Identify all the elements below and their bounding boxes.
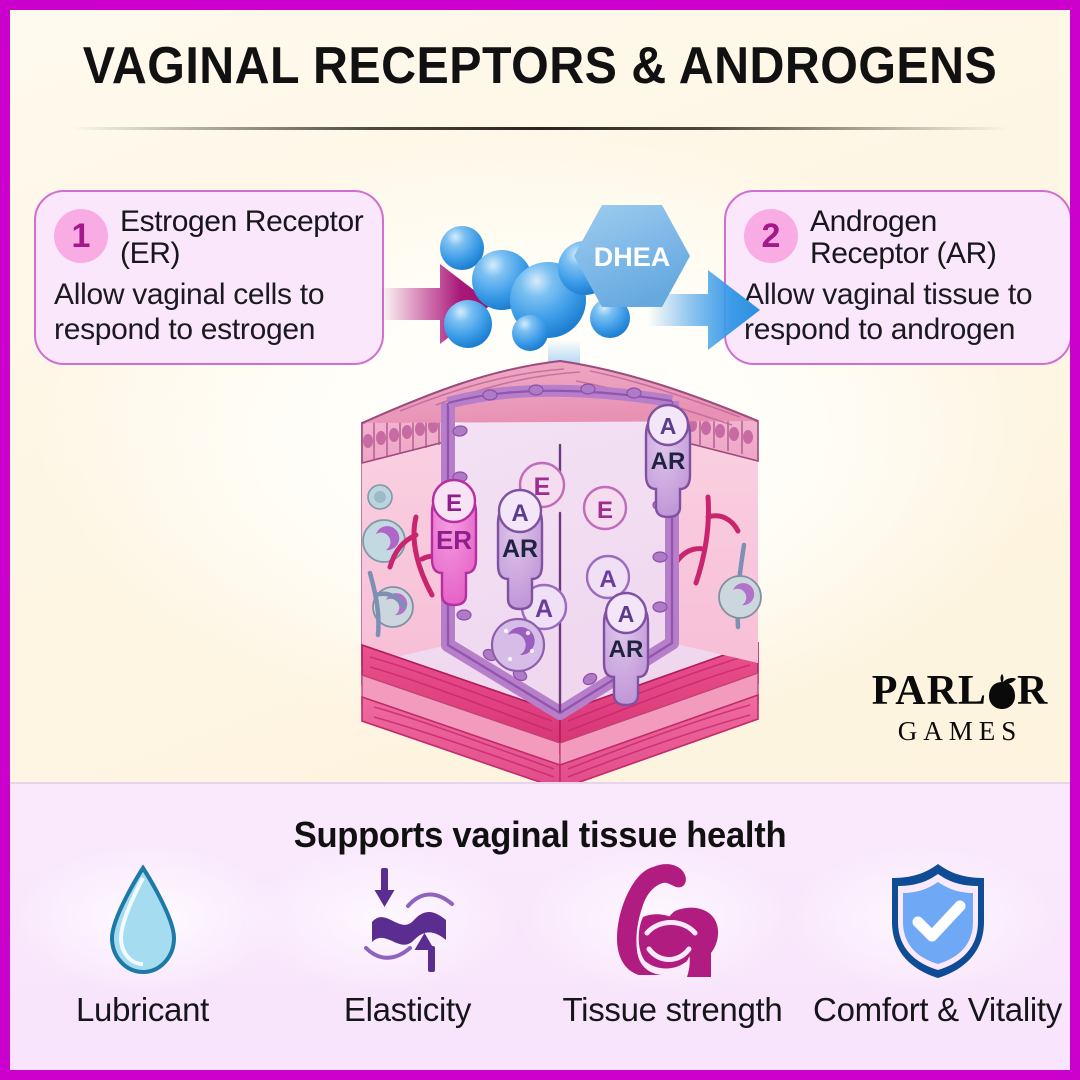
page-title: VAGINAL RECEPTORS & ANDROGENS (82, 37, 998, 95)
ar-receptor-left: A AR (496, 488, 544, 611)
benefit-label: Comfort & Vitality (813, 991, 1062, 1028)
svg-text:A: A (535, 595, 553, 623)
benefit-tissue-strength[interactable]: Tissue strength (540, 864, 805, 1029)
svg-text:AR: AR (651, 448, 686, 475)
svg-text:E: E (597, 497, 613, 524)
ar-receptor-bottom-right: A AR (602, 591, 650, 707)
step-badge-1: 1 (54, 209, 108, 263)
bottom-section: Supports vaginal tissue health Lubricant (10, 782, 1070, 1070)
card-title-er: Estrogen Receptor (ER) (120, 205, 364, 271)
flexed-bicep-icon (613, 864, 733, 977)
blue-right-arrow-icon (648, 270, 760, 350)
macrophage-cell (490, 617, 546, 673)
svg-text:A: A (599, 566, 616, 593)
svg-text:A: A (660, 413, 677, 439)
shield-check-icon (886, 864, 990, 978)
svg-text:AR: AR (609, 636, 644, 663)
title-divider (72, 127, 1008, 130)
svg-text:AR: AR (502, 535, 538, 563)
benefit-elasticity[interactable]: Elasticity (275, 864, 540, 1029)
dhea-label: DHEA (594, 242, 671, 272)
benefits-row: Lubricant (10, 864, 1070, 1064)
logo-wordmark-games: GAMES (897, 716, 1023, 746)
svg-text:E: E (534, 473, 551, 501)
svg-text:A: A (511, 500, 528, 527)
svg-text:ER: ER (436, 525, 472, 555)
card-header: 2 Androgen Receptor (AR) (744, 205, 1052, 271)
top-section: VAGINAL RECEPTORS & ANDROGENS 1 Estrogen… (10, 10, 1070, 790)
dhea-hexagon-badge: DHEA (574, 205, 690, 307)
logo-text-parlor: PARL (871, 668, 987, 714)
benefit-lubricant[interactable]: Lubricant (10, 864, 275, 1029)
er-receptor: E ER (430, 478, 478, 607)
card-body-er: Allow vaginal cells to respond to estrog… (54, 277, 325, 346)
card-header: 1 Estrogen Receptor (ER) (54, 205, 364, 271)
step-badge-2: 2 (744, 209, 798, 263)
parlor-games-logo: PARL R GAMES (865, 670, 1055, 745)
logo-text-parlor-end: R (1016, 668, 1049, 714)
svg-text:E: E (446, 490, 462, 517)
water-drop-icon (100, 864, 186, 976)
infographic-frame: VAGINAL RECEPTORS & ANDROGENS 1 Estrogen… (10, 10, 1070, 1070)
svg-text:A: A (618, 601, 635, 627)
benefit-label: Tissue strength (562, 991, 783, 1028)
peach-icon (987, 670, 1017, 712)
vaginal-tissue-cross-section: E E A A E ER A AR (361, 359, 762, 790)
support-heading: Supports vaginal tissue health (293, 814, 787, 855)
card-body-ar: Allow vaginal tissue to respond to andro… (744, 277, 1033, 346)
benefit-label: Elasticity (343, 991, 472, 1028)
card-title-ar: Androgen Receptor (AR) (810, 205, 997, 271)
benefit-comfort-vitality[interactable]: Comfort & Vitality (805, 864, 1070, 1029)
logo-wordmark-parlor: PARL R (865, 670, 1055, 712)
elasticity-icon (348, 864, 468, 976)
ar-receptor-top-right: A AR (644, 403, 692, 519)
benefit-label: Lubricant (75, 991, 210, 1028)
card-androgen-receptor[interactable]: 2 Androgen Receptor (AR) Allow vaginal t… (724, 190, 1070, 365)
card-estrogen-receptor[interactable]: 1 Estrogen Receptor (ER) Allow vaginal c… (34, 190, 384, 365)
